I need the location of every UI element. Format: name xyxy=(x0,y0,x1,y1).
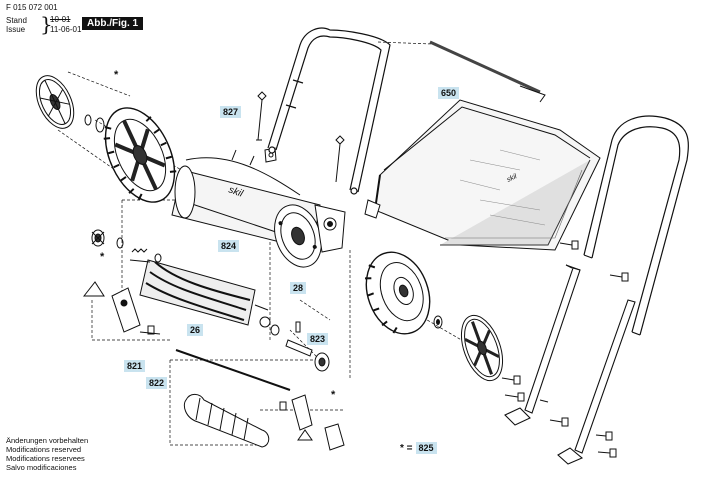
footer-line-de: Änderungen vorbehalten xyxy=(6,436,89,445)
grass-catcher: skil xyxy=(364,40,601,251)
hub-cap-left xyxy=(35,75,75,129)
part-label-827: 827 xyxy=(220,106,242,118)
footer-line-en: Modifications reserved xyxy=(6,445,82,454)
bolts-handle-upper xyxy=(559,240,629,282)
lower-tube-left xyxy=(504,264,581,426)
svg-text:skil: skil xyxy=(227,184,245,200)
washer-left-1 xyxy=(84,114,92,126)
wheel-right xyxy=(364,251,431,335)
screw-827b xyxy=(335,135,345,183)
date-new: 11-06-01 xyxy=(50,25,82,34)
cutter-cylinder xyxy=(129,259,269,326)
doc-number: F 015 072 001 xyxy=(6,3,58,12)
part-label-824: 824 xyxy=(218,240,240,252)
bearing-left xyxy=(154,253,162,263)
part-label-821: 821 xyxy=(124,360,146,372)
bearing-right-2 xyxy=(270,324,280,336)
part-label-823: 823 xyxy=(307,333,329,345)
star-key-symbol: * = xyxy=(400,442,413,454)
star-marker: * xyxy=(331,389,336,401)
bracket-821 xyxy=(82,281,161,335)
washer-left-2 xyxy=(95,117,105,133)
wheel-left xyxy=(103,107,177,203)
bearing-right-1 xyxy=(259,316,271,328)
star-legend: * = 825 xyxy=(400,442,437,454)
axle-823 xyxy=(285,339,313,357)
bolts-handle-lower xyxy=(501,375,617,458)
roller-bracket xyxy=(279,394,345,451)
spring-left xyxy=(131,248,148,253)
figure-tag: Abb./Fig. 1 xyxy=(82,17,144,30)
part-label-28: 28 xyxy=(290,282,307,294)
pin-823 xyxy=(295,321,301,333)
lower-handle-upper xyxy=(583,115,689,336)
star-marker: * xyxy=(114,69,119,81)
gear-left xyxy=(91,229,105,247)
side-plate xyxy=(274,204,322,268)
stand-label: Stand xyxy=(6,16,27,25)
roller-822 xyxy=(175,349,291,448)
assembly-lines xyxy=(57,41,471,446)
washer-right xyxy=(433,315,443,329)
hub-cap-right xyxy=(460,314,504,382)
lower-tube-right xyxy=(557,299,636,465)
gear-right xyxy=(314,352,330,372)
date-old: 10-01 xyxy=(50,15,71,24)
footer-line-fr: Modifications reservees xyxy=(6,454,85,463)
issue-label: Issue xyxy=(6,25,26,34)
part-label-825: 825 xyxy=(415,442,437,454)
upper-handle xyxy=(267,27,391,195)
washer-gear xyxy=(116,237,124,249)
part-label-26: 26 xyxy=(187,324,204,336)
star-marker: * xyxy=(100,251,105,263)
bracket-glyph: } xyxy=(40,12,53,36)
svg-text:skil: skil xyxy=(506,173,519,184)
screw-827a xyxy=(256,91,267,141)
part-label-822: 822 xyxy=(146,377,168,389)
footer-line-es: Salvo modificaciones xyxy=(6,463,77,472)
part-label-650: 650 xyxy=(438,87,460,99)
